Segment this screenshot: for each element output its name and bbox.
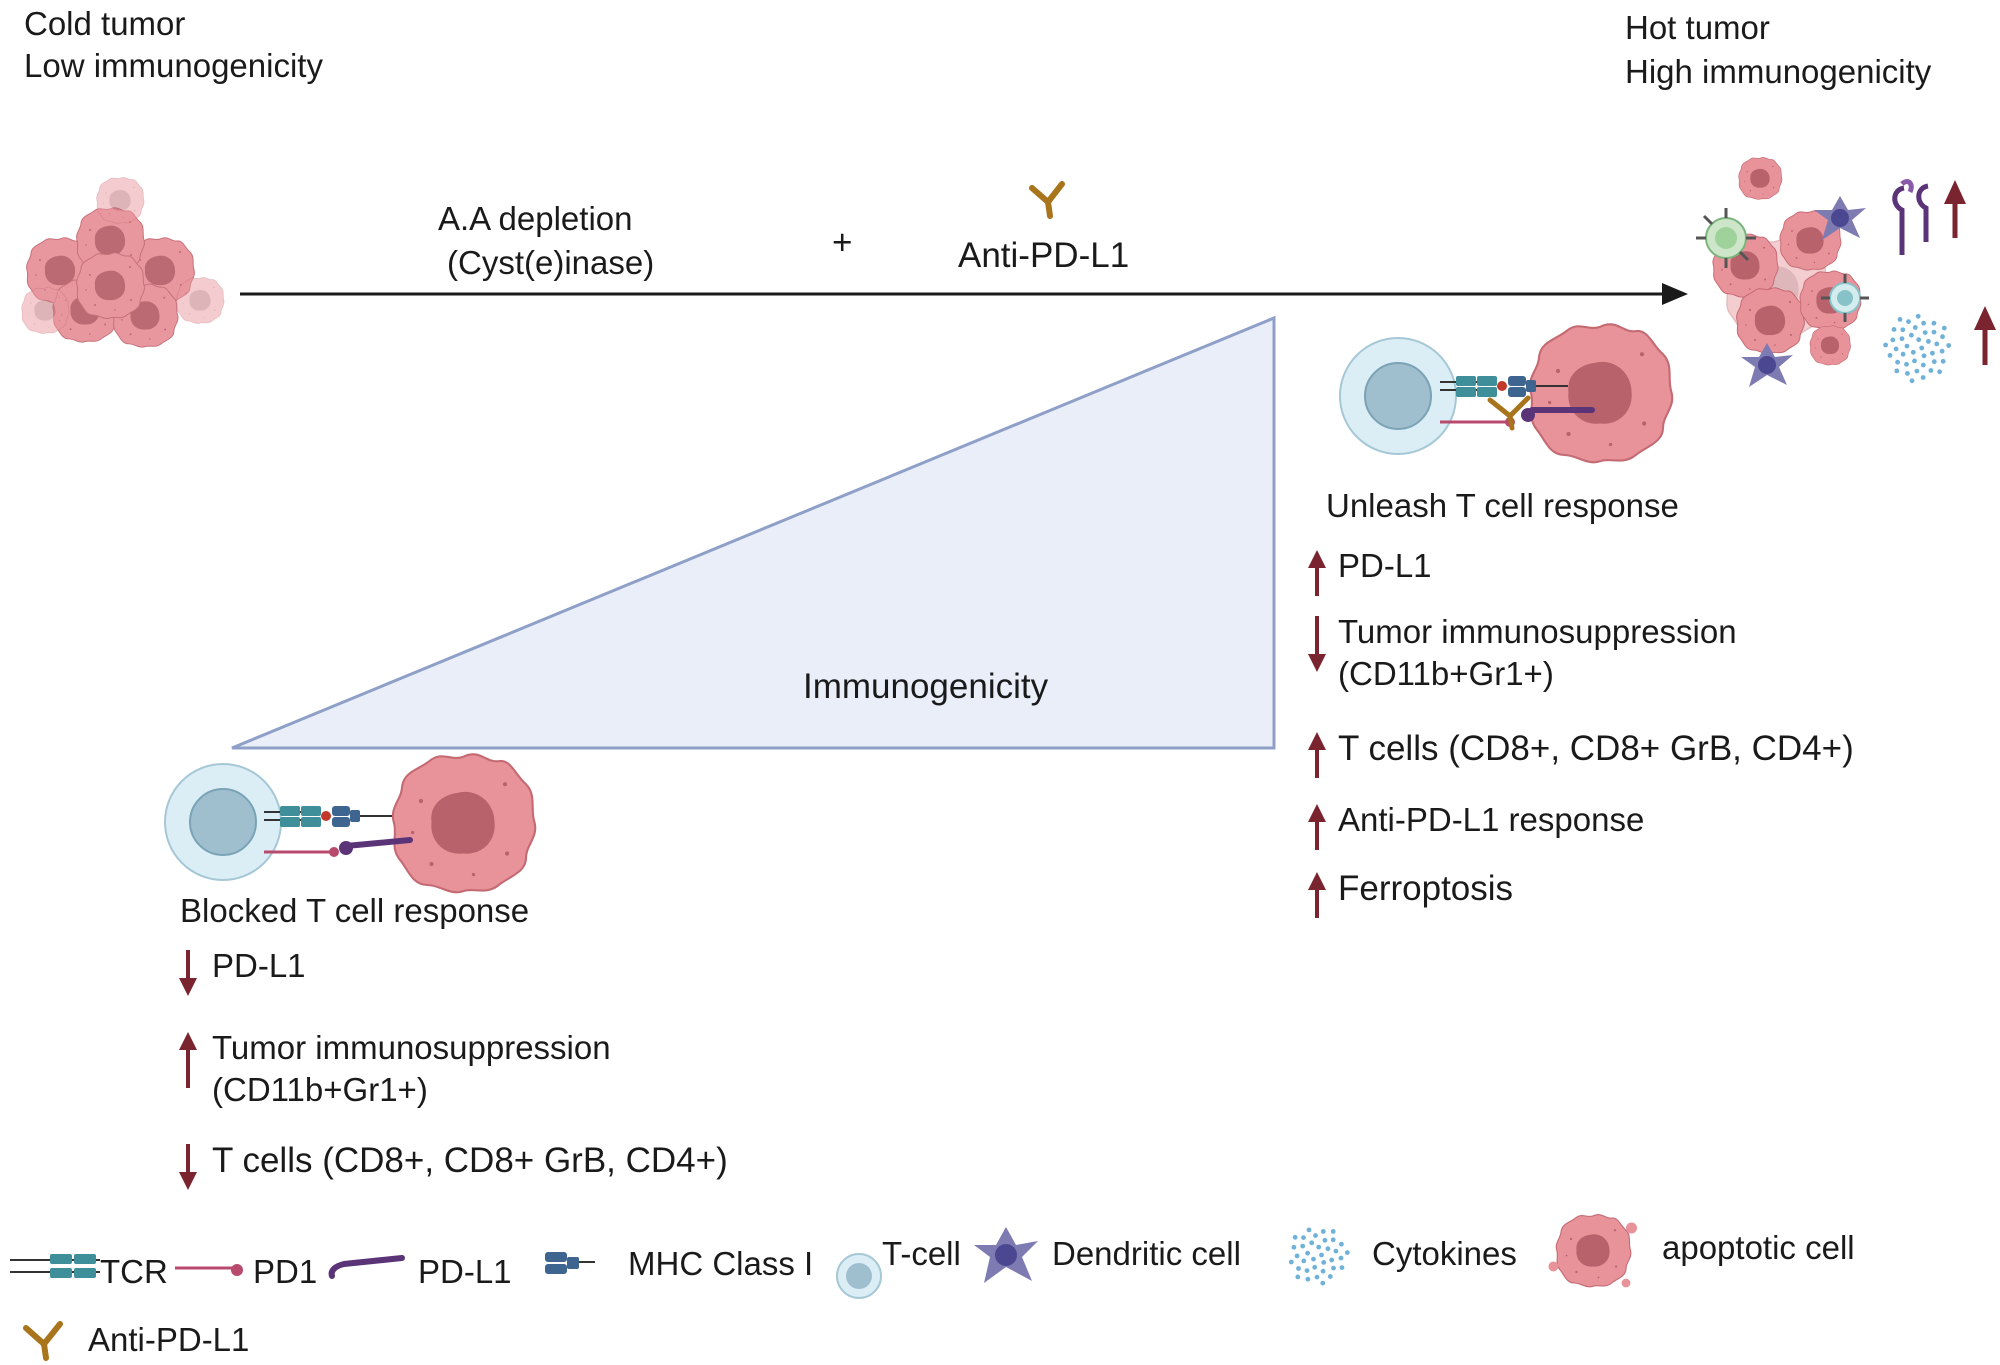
blocked-title: Blocked T cell response bbox=[180, 892, 530, 929]
arrow-up-icon bbox=[1308, 732, 1326, 778]
aa-depletion-label: A.A depletion bbox=[438, 200, 633, 237]
blocked-synapse bbox=[164, 753, 537, 894]
legend-label-mhc: MHC Class I bbox=[628, 1245, 814, 1282]
unleash-item-1-subtext: (CD11b+Gr1+) bbox=[1338, 655, 1554, 692]
dendritic-cell-icon bbox=[974, 1227, 1038, 1283]
unleash-item-0-text: PD-L1 bbox=[1338, 547, 1432, 584]
unleash-item-4-text: Ferroptosis bbox=[1338, 869, 1514, 908]
plus-sign: + bbox=[832, 223, 853, 262]
arrow-down-icon bbox=[179, 1144, 197, 1190]
blocked-item-0-text: PD-L1 bbox=[212, 947, 306, 984]
pd1-icon bbox=[175, 1264, 243, 1276]
low-immunogenicity-label: Low immunogenicity bbox=[24, 47, 323, 84]
anti-pdl1-antibody-icon bbox=[23, 1321, 63, 1361]
legend-label-apoptotic: apoptotic cell bbox=[1662, 1229, 1855, 1266]
arrow-up-icon bbox=[179, 1032, 197, 1088]
legend-label-cytokines: Cytokines bbox=[1372, 1235, 1517, 1272]
anti-pdl1-antibody-icon bbox=[1029, 181, 1065, 219]
immunogenicity-triangle bbox=[231, 315, 1276, 750]
apoptotic-cell-icon bbox=[1548, 1213, 1637, 1288]
hot-tumor-label: Hot tumor bbox=[1625, 9, 1770, 46]
unleash-title: Unleash T cell response bbox=[1326, 487, 1679, 524]
cysteinase-label: (Cyst(e)inase) bbox=[447, 244, 655, 281]
unleash-synapse bbox=[1339, 323, 1674, 464]
arrow-up-icon bbox=[1308, 804, 1326, 850]
legend-label-tcell: T-cell bbox=[882, 1235, 961, 1272]
pdl1-icon bbox=[328, 1255, 405, 1279]
arrow-up-icon bbox=[1308, 550, 1326, 596]
arrow-down-icon bbox=[179, 950, 197, 996]
blocked-item-1-subtext: (CD11b+Gr1+) bbox=[212, 1071, 428, 1108]
receptor-increase-icon bbox=[1892, 179, 1929, 255]
legend-label-pdl1: PD-L1 bbox=[418, 1253, 512, 1290]
tcr-icon bbox=[10, 1254, 100, 1278]
arrow-up-icon bbox=[1944, 180, 1966, 238]
blocked-item-1-text: Tumor immunosuppression bbox=[212, 1029, 611, 1066]
high-immunogenicity-label: High immunogenicity bbox=[1625, 53, 1932, 90]
arrow-up-icon bbox=[1308, 872, 1326, 918]
cold-tumor-label: Cold tumor bbox=[24, 5, 186, 42]
cytokines-cluster bbox=[1883, 313, 1952, 384]
immunogenicity-label: Immunogenicity bbox=[803, 667, 1049, 706]
arrow-down-icon bbox=[1308, 616, 1326, 672]
cold-tumor-cluster bbox=[21, 177, 225, 348]
anti-pdl1-label: Anti-PD-L1 bbox=[958, 236, 1130, 275]
arrow-up-icon bbox=[1974, 306, 1996, 365]
mhc-class-i-icon bbox=[545, 1252, 595, 1274]
hot-tumor-cluster bbox=[1696, 157, 1869, 387]
unleash-item-1-text: Tumor immunosuppression bbox=[1338, 613, 1737, 650]
legend-label-pd1: PD1 bbox=[253, 1253, 318, 1290]
direction-arrows bbox=[179, 550, 1326, 1190]
legend-label-anti-pdl1: Anti-PD-L1 bbox=[88, 1321, 250, 1358]
cytokines-icon bbox=[1288, 1227, 1350, 1286]
unleash-item-2-text: T cells (CD8+, CD8+ GrB, CD4+) bbox=[1338, 729, 1854, 768]
unleash-item-3-text: Anti-PD-L1 response bbox=[1338, 801, 1645, 838]
legend-label-dendritic: Dendritic cell bbox=[1052, 1235, 1241, 1272]
blocked-item-2-text: T cells (CD8+, CD8+ GrB, CD4+) bbox=[212, 1141, 728, 1180]
treatment-arrow bbox=[240, 283, 1688, 305]
t-cell-icon bbox=[836, 1253, 882, 1299]
legend-label-tcr: TCR bbox=[100, 1253, 168, 1290]
